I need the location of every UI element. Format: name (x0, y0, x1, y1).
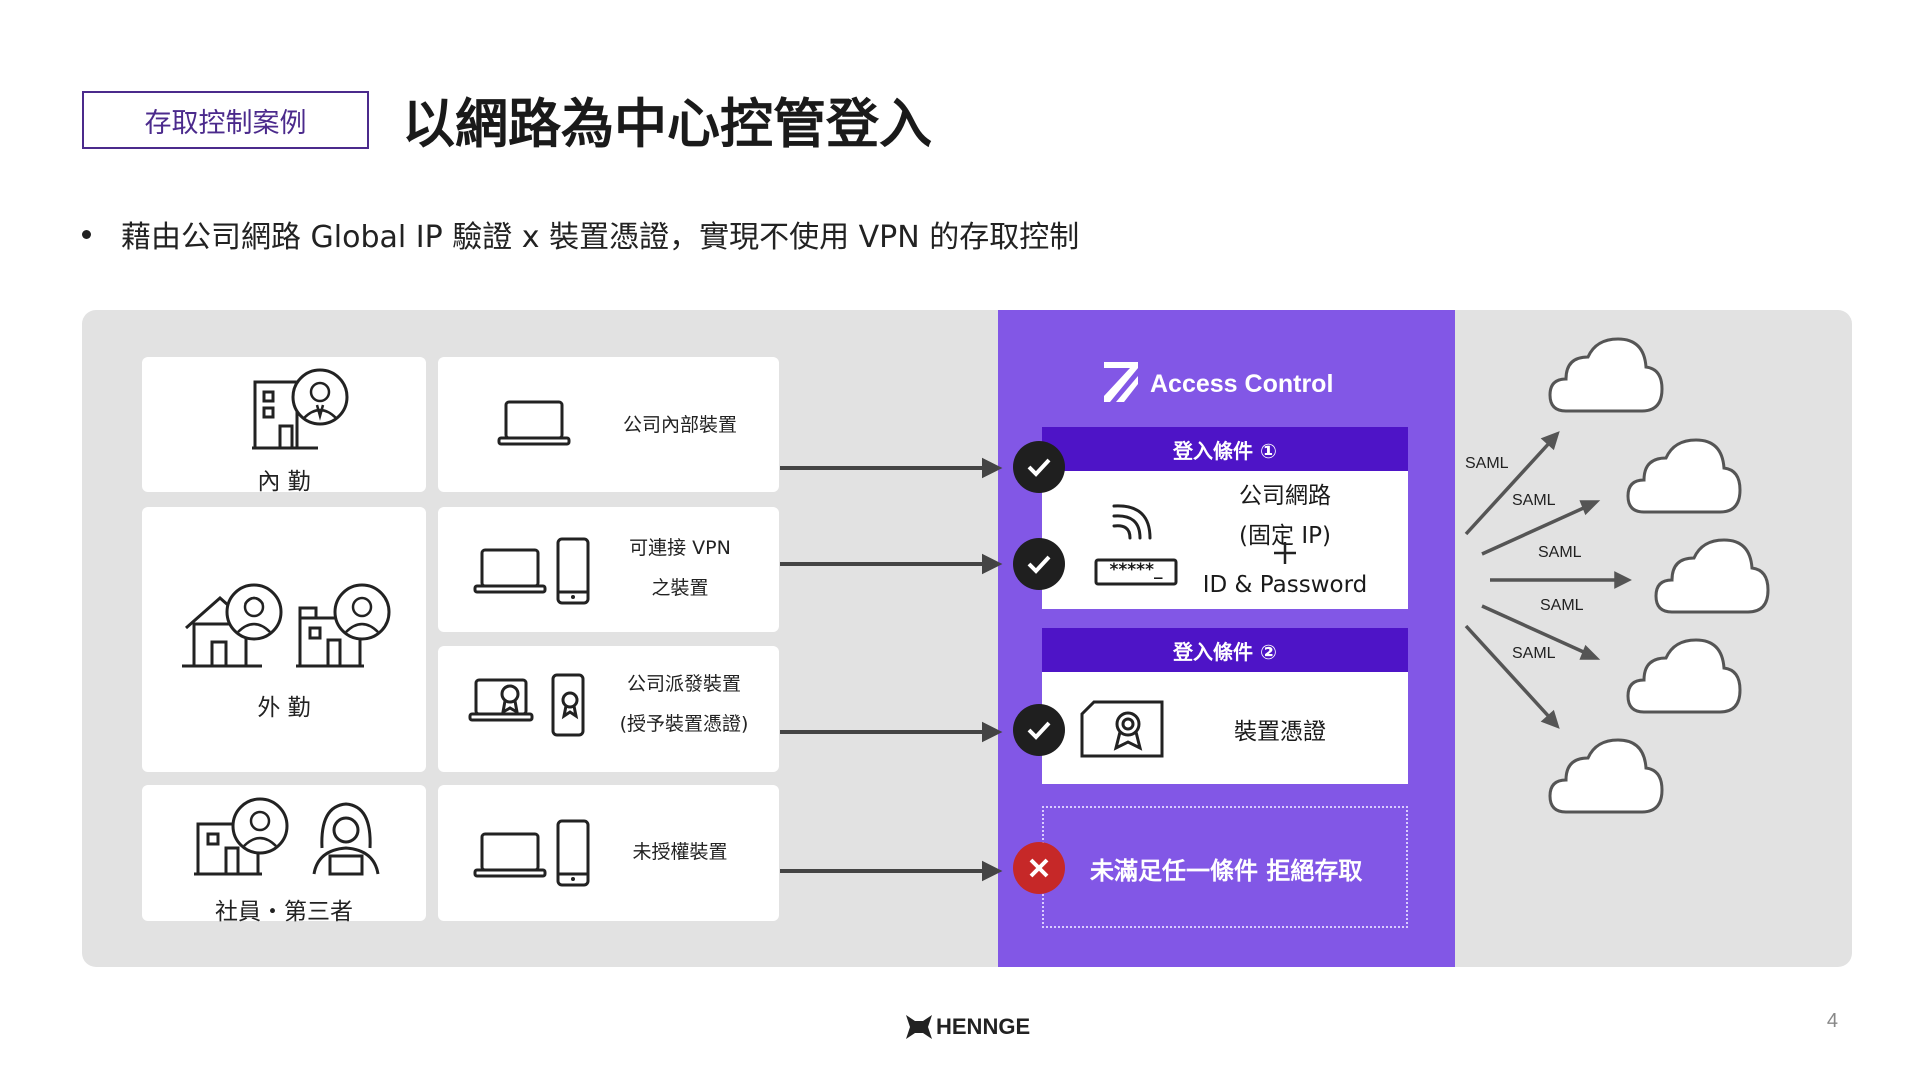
user-label-third-party: 社員・第三者 (215, 899, 353, 925)
user-card-third-party (142, 785, 426, 921)
page-number: 4 (1826, 1010, 1838, 1032)
footer-brand: HENNGE (936, 1014, 1031, 1039)
saml-label: SAML (1540, 597, 1584, 614)
cloud-icon (1654, 538, 1770, 614)
condition1-line1: 公司網路 (1239, 483, 1331, 509)
page-title: 以網路為中心控管登入 (402, 94, 932, 155)
cloud-icon (1548, 738, 1664, 814)
saml-label: SAML (1465, 455, 1509, 472)
reject-text: 未滿足任一條件 拒絕存取 (1090, 857, 1363, 885)
condition2-text: 裝置憑證 (1234, 719, 1326, 745)
laptop-certificate-icon (468, 678, 534, 722)
saml-label: SAML (1512, 645, 1556, 662)
connector-arrows (780, 457, 1003, 882)
cloud-icon (1626, 438, 1742, 514)
henngeaccess-logo-icon (1104, 362, 1138, 402)
reject-x-badge-icon (1013, 842, 1065, 894)
smartphone-certificate-icon (551, 673, 585, 737)
device-label-internal: 公司內部裝置 (622, 414, 737, 436)
branch-office-worker-icon (296, 583, 391, 668)
wireless-signal-icon (1112, 504, 1152, 540)
device-card-unauthorized (438, 785, 779, 921)
smartphone-icon (556, 819, 590, 887)
saml-label: SAML (1538, 544, 1582, 561)
cloud-icon (1626, 638, 1742, 714)
check-badge-icon (1013, 441, 1065, 493)
password-field-icon (1094, 558, 1178, 586)
footer-logo: HENNGE (906, 1014, 1030, 1040)
certificate-icon (1080, 700, 1164, 758)
laptop-icon (497, 400, 571, 446)
check-badge-icon (1013, 704, 1065, 756)
user-label-remote: 外 勤 (257, 695, 311, 721)
condition2-header: 登入條件 ② (1042, 628, 1408, 672)
bullet-point: 藉由公司網路 Global IP 驗證 x 裝置憑證，實現不使用 VPN 的存取… (82, 212, 1079, 256)
smartphone-icon (556, 537, 590, 605)
condition2-body (1042, 672, 1408, 784)
saml-arrows (1464, 431, 1632, 729)
bullet-text: 藉由公司網路 Global IP 驗證 x 裝置憑證，實現不使用 VPN 的存取… (121, 220, 1080, 255)
condition1-body (1042, 471, 1408, 609)
user-label-internal: 內 勤 (257, 469, 311, 495)
password-mask: *****_ (1109, 560, 1163, 580)
condition1-line3: ID & Password (1202, 572, 1368, 598)
section-tag: 存取控制案例 (82, 91, 369, 149)
partner-office-icon (194, 797, 289, 876)
bullet-dot (82, 229, 91, 239)
cloud-icon (1548, 337, 1664, 413)
device-card-issued (438, 646, 779, 772)
laptop-icon (473, 832, 547, 878)
device-label-vpn-line1: 可連接 VPN (629, 537, 731, 559)
plus-icon (1274, 542, 1296, 564)
section-tag-label: 存取控制案例 (144, 107, 307, 139)
device-card-internal (438, 357, 779, 492)
device-label-issued-line2: (授予裝置憑證) (619, 713, 749, 735)
check-badge-icon (1013, 538, 1065, 590)
user-card-remote (142, 507, 426, 772)
device-card-vpn (438, 507, 779, 632)
hennge-logo-icon (906, 1015, 932, 1039)
device-label-vpn-line2: 之裝置 (651, 577, 709, 599)
hooded-user-icon (312, 802, 380, 876)
house-worker-icon (182, 583, 283, 668)
device-label-issued-line1: 公司派發裝置 (626, 673, 741, 695)
office-building-icon (252, 368, 349, 450)
device-label-unauthorized: 未授權裝置 (632, 841, 728, 863)
laptop-icon (473, 548, 547, 594)
saml-label: SAML (1512, 492, 1556, 509)
access-control-title: Access Control (1150, 370, 1334, 398)
condition1-header: 登入條件 ① (1042, 427, 1408, 471)
